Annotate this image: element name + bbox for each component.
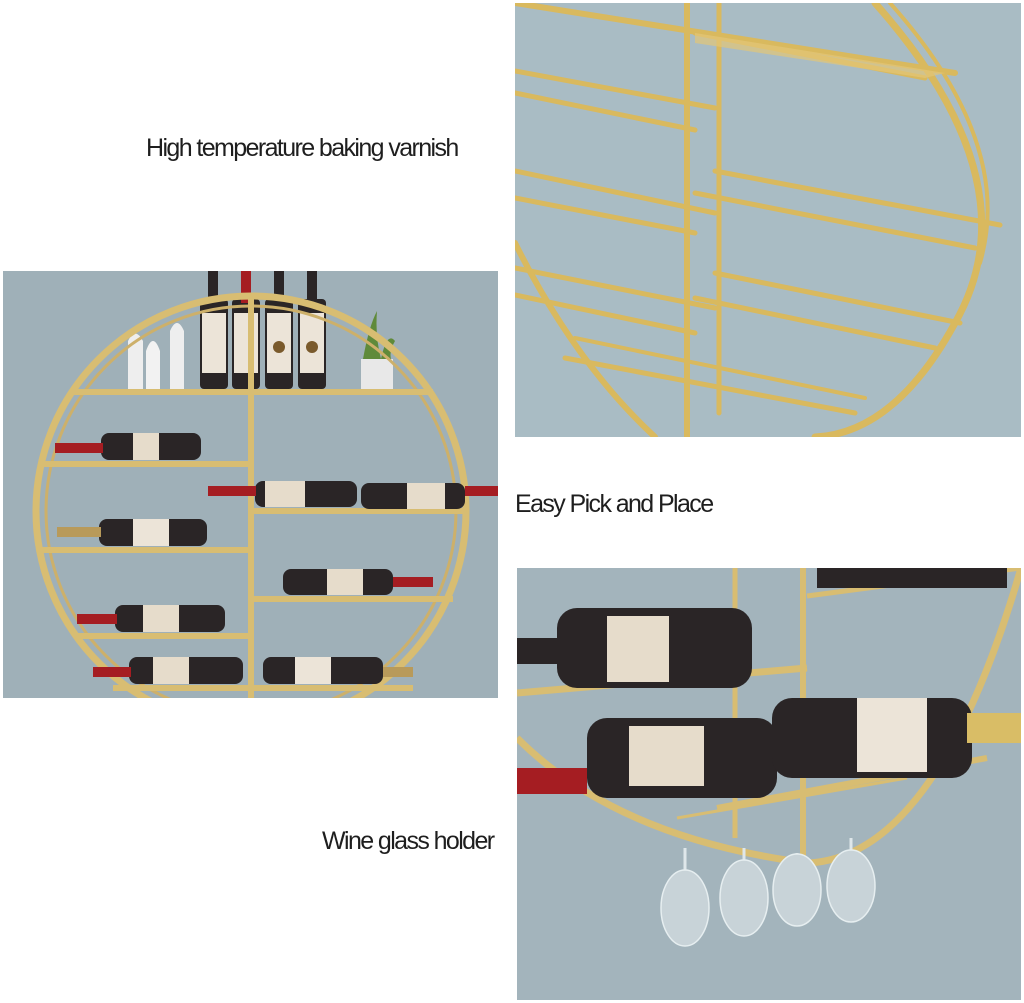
round-wine-rack-illustration	[32, 271, 498, 698]
caption-wine-glass-holder: Wine glass holder	[322, 827, 495, 855]
caption-easy-pick-place: Easy Pick and Place	[515, 490, 714, 518]
lying-bottles	[55, 433, 498, 684]
frame-detail-image	[515, 3, 1021, 437]
wine-glasses	[660, 838, 876, 947]
caption-baking-varnish: High temperature baking varnish	[146, 134, 459, 162]
glass-holder-detail-image	[517, 568, 1021, 1000]
standing-bottles	[200, 271, 326, 389]
wine-glass-holder-illustration	[517, 568, 1021, 947]
main-product-image	[3, 271, 498, 698]
gold-frame-closeup-illustration	[515, 3, 1003, 437]
